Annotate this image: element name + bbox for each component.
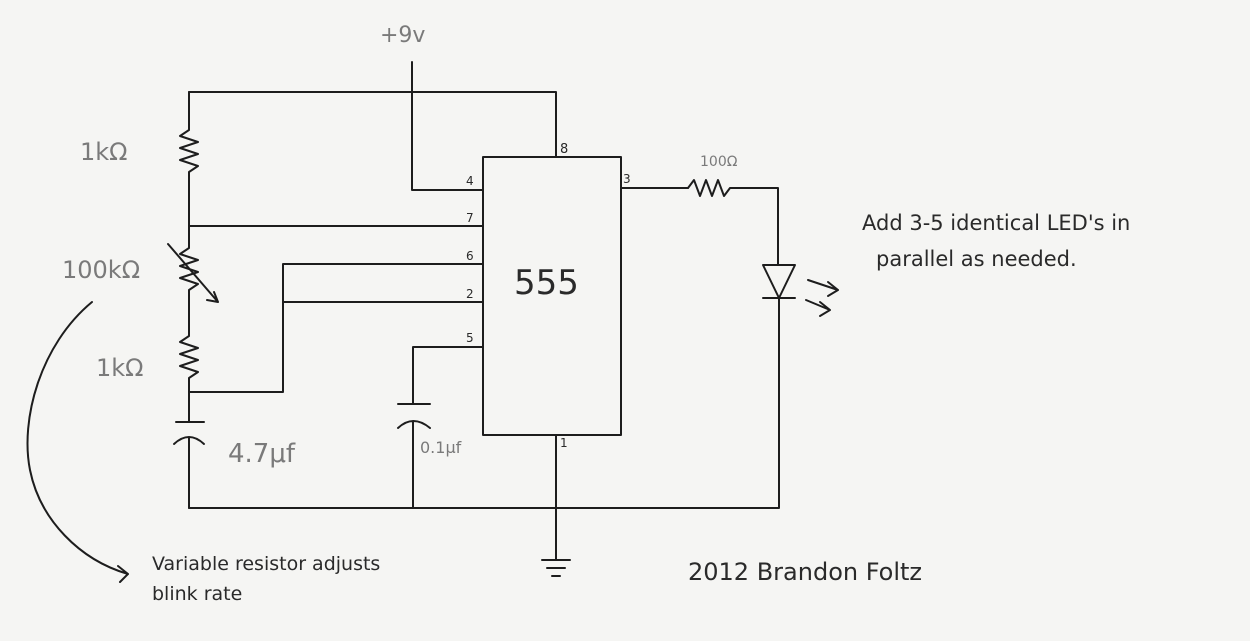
capacitor-4-7uf-label: 4.7μf — [228, 439, 296, 469]
pin-6-label: 6 — [466, 249, 474, 263]
capacitor-0-1uf — [397, 346, 484, 509]
chip-555-body — [482, 156, 622, 436]
resistor-100-ohm-label: 100Ω — [700, 154, 738, 170]
led-note-line-2: parallel as needed. — [876, 247, 1077, 271]
resistor-1k-top-label: 1kΩ — [80, 138, 128, 166]
annotation-arrow — [26, 301, 129, 583]
resistor-1k-bottom-label: 1kΩ — [96, 354, 144, 382]
pin-4-label: 4 — [466, 174, 474, 188]
led-emission-arrows — [805, 279, 839, 317]
pin-2-label: 2 — [466, 287, 474, 301]
resistor-100k-label: 100kΩ — [62, 256, 140, 284]
resistor-1k-bottom — [179, 295, 199, 393]
signature: 2012 Brandon Foltz — [688, 558, 922, 586]
led-symbol — [762, 264, 796, 509]
pin-8-label: 8 — [560, 142, 568, 157]
variable-note-line-1: Variable resistor adjusts — [152, 553, 380, 575]
chip-555-label: 555 — [514, 263, 579, 303]
capacitor-4-7uf — [173, 391, 205, 509]
pin8-wire — [188, 91, 557, 158]
ground-bus — [188, 434, 779, 561]
variable-note-line-2: blink rate — [152, 583, 242, 605]
pin-1-label: 1 — [560, 436, 568, 450]
variable-arrow — [167, 243, 219, 303]
pin-5-label: 5 — [466, 331, 474, 345]
resistor-100-ohm — [687, 179, 779, 266]
resistor-1k-top — [179, 124, 199, 177]
supply-label: +9v — [380, 23, 425, 48]
supply-wire — [411, 61, 484, 191]
pin7-wire — [188, 175, 484, 227]
pin6-pin2-wire — [188, 263, 484, 393]
pin-3-label: 3 — [623, 172, 631, 186]
capacitor-0-1uf-label: 0.1μf — [420, 438, 462, 457]
pin-7-label: 7 — [466, 211, 474, 225]
ground-symbol — [541, 559, 571, 577]
led-note-line-1: Add 3-5 identical LED's in — [862, 211, 1130, 235]
